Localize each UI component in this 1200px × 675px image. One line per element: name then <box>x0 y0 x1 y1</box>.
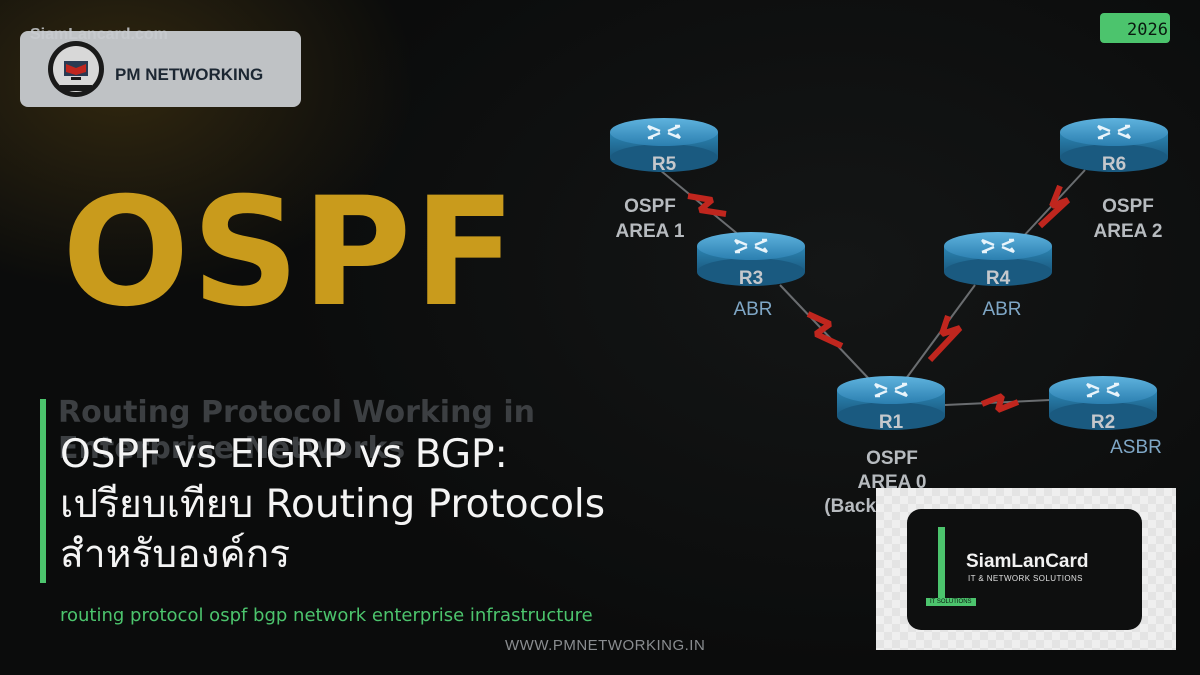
headline-accent-bar <box>40 399 46 583</box>
link-r5-r3 <box>659 169 746 241</box>
area1-label-line2: AREA 1 <box>616 221 685 242</box>
role-label-r4: ABR <box>982 299 1021 320</box>
area0-label-line1: OSPF <box>866 448 918 469</box>
logo-name: PM NETWORKING <box>115 65 264 84</box>
background-subtitle: Routing Protocol Working in Enterprise N… <box>58 395 535 467</box>
brand-card-accent-bar <box>938 527 945 599</box>
link-r4-r1 <box>904 284 976 381</box>
area0-label-line2: AREA 0 <box>858 472 927 493</box>
headline-line2: เปรียบเทียบ Routing Protocols <box>60 482 606 527</box>
link-r1-r2 <box>944 393 1051 413</box>
role-label-r2: ASBR <box>1110 437 1162 458</box>
role-label-r3: ABR <box>733 299 772 320</box>
area2-label-line1: OSPF <box>1102 196 1154 217</box>
links <box>659 169 1086 413</box>
footer-site-url: WWW.PMNETWORKING.IN <box>505 637 706 654</box>
brand-card-tag: IT SOLUTIONS <box>926 598 976 606</box>
ospf-network-diagram: R5 R3 R4 R6 R1 R2 ABR ABR ASBR OSPF AREA… <box>608 116 1170 517</box>
area1-label-line1: OSPF <box>624 196 676 217</box>
router-label-r6: R6 <box>1102 154 1126 175</box>
brand-card <box>907 509 1142 630</box>
watermark-site-url: SiamLancard.com <box>30 26 168 43</box>
link-r3-r1 <box>779 284 871 381</box>
background-ospf-title: OSPF <box>62 166 518 340</box>
router-label-r4: R4 <box>986 268 1011 289</box>
headline: OSPF vs EIGRP vs BGP: เปรียบเทียบ Routin… <box>60 430 605 580</box>
year-badge <box>1100 13 1170 43</box>
pm-networking-seal-icon <box>48 41 104 97</box>
keyword-tags: routing protocol ospf bgp network enterp… <box>60 605 593 626</box>
router-label-r1: R1 <box>879 412 904 433</box>
link-r6-r4 <box>1019 169 1086 241</box>
area2-label-line2: AREA 2 <box>1094 221 1163 242</box>
brand-card-tagline: IT & NETWORK SOLUTIONS <box>968 574 1083 583</box>
headline-line1: OSPF vs EIGRP vs BGP: <box>60 432 508 477</box>
router-label-r2: R2 <box>1091 412 1115 433</box>
headline-line3: สำหรับองค์กร <box>60 532 291 577</box>
year-badge-label: 2026 <box>1127 20 1168 40</box>
router-label-r3: R3 <box>739 268 763 289</box>
logo-panel <box>20 31 301 107</box>
background-subtitle-line1: Routing Protocol Working in <box>58 395 536 430</box>
brand-card-name: SiamLanCard <box>966 551 1089 572</box>
background-subtitle-line2: Enterprise Networks <box>58 431 406 466</box>
router-label-r5: R5 <box>652 154 677 175</box>
